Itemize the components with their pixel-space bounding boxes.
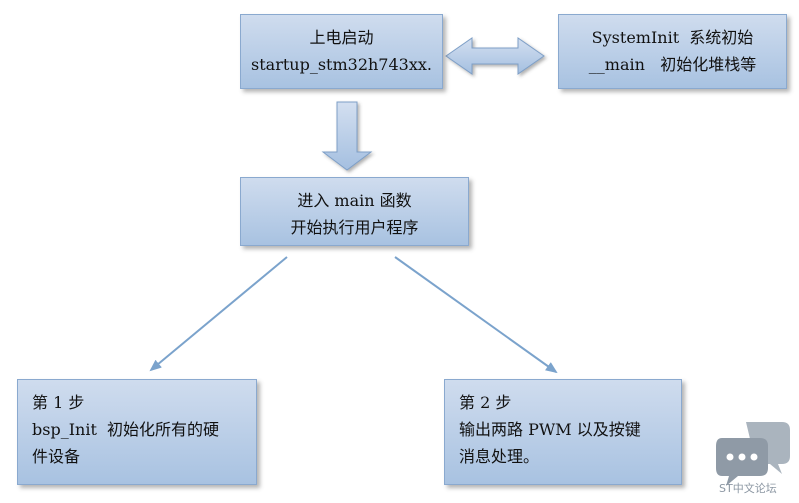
- main-box: 进入 main 函数 开始执行用户程序: [240, 177, 469, 246]
- startup-box: 上电启动 startup_stm32h743xx.: [240, 14, 443, 89]
- double-arrow: [445, 37, 545, 75]
- step1-box: 第 1 步 bsp_Init 初始化所有的硬 件设备: [17, 379, 257, 485]
- step1-desc-1: bsp_Init 初始化所有的硬: [32, 420, 220, 439]
- startup-file: startup_stm32h743xx.: [251, 55, 432, 74]
- connector-to-step1: [149, 256, 288, 372]
- step1-title: 第 1 步: [32, 393, 85, 412]
- chat-bubbles-icon: [716, 422, 790, 486]
- step2-desc-2: 消息处理。: [459, 447, 540, 466]
- main-subtitle: 开始执行用户程序: [290, 218, 419, 237]
- connector-to-step2: [394, 256, 558, 374]
- down-arrow: [321, 101, 373, 171]
- logo-text: ST中文论坛: [719, 482, 777, 495]
- systeminit-line: SystemInit 系统初始: [591, 28, 754, 47]
- step2-desc-1: 输出两路 PWM 以及按键: [459, 420, 641, 439]
- main-title: 进入 main 函数: [297, 191, 412, 210]
- systeminit-box: SystemInit 系统初始 __main 初始化堆栈等: [558, 14, 787, 89]
- main-init-line: __main 初始化堆栈等: [588, 55, 757, 74]
- step1-desc-2: 件设备: [32, 447, 81, 466]
- step2-box: 第 2 步 输出两路 PWM 以及按键 消息处理。: [444, 379, 682, 485]
- startup-title: 上电启动: [309, 28, 374, 47]
- step2-title: 第 2 步: [459, 393, 512, 412]
